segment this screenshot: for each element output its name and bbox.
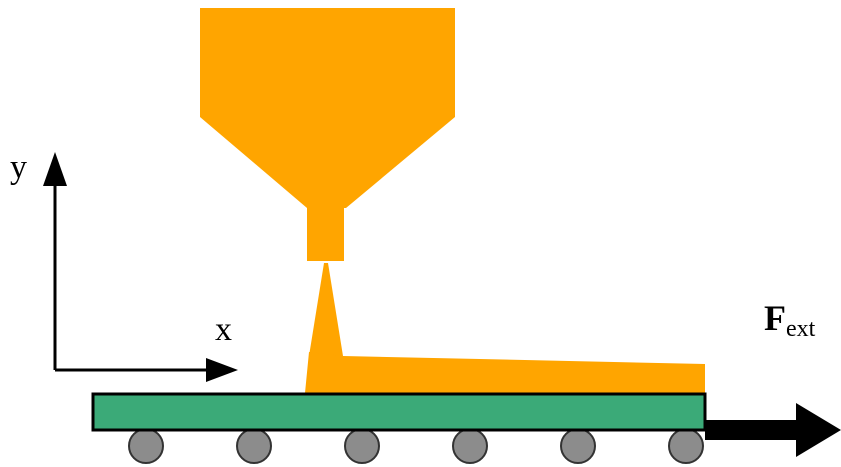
conveyor-belt <box>91 392 707 432</box>
x-axis-label: x <box>215 311 232 348</box>
force-label: Fext <box>764 298 816 342</box>
rollers <box>128 428 704 464</box>
roller <box>236 428 272 464</box>
force-subscript: ext <box>786 316 816 342</box>
roller <box>668 428 704 464</box>
force-arrow-shaft <box>705 420 803 440</box>
extruded-stream <box>309 263 343 356</box>
force-symbol: F <box>764 298 786 338</box>
nozzle <box>307 208 344 261</box>
roller <box>344 428 380 464</box>
hopper <box>200 8 455 208</box>
y-axis-label: y <box>10 149 27 186</box>
roller <box>560 428 596 464</box>
force-arrow-head <box>796 403 841 457</box>
y-axis-arrowhead <box>43 152 67 186</box>
x-axis-arrowhead <box>206 358 238 382</box>
roller <box>128 428 164 464</box>
deposited-layer <box>305 352 705 393</box>
roller <box>452 428 488 464</box>
